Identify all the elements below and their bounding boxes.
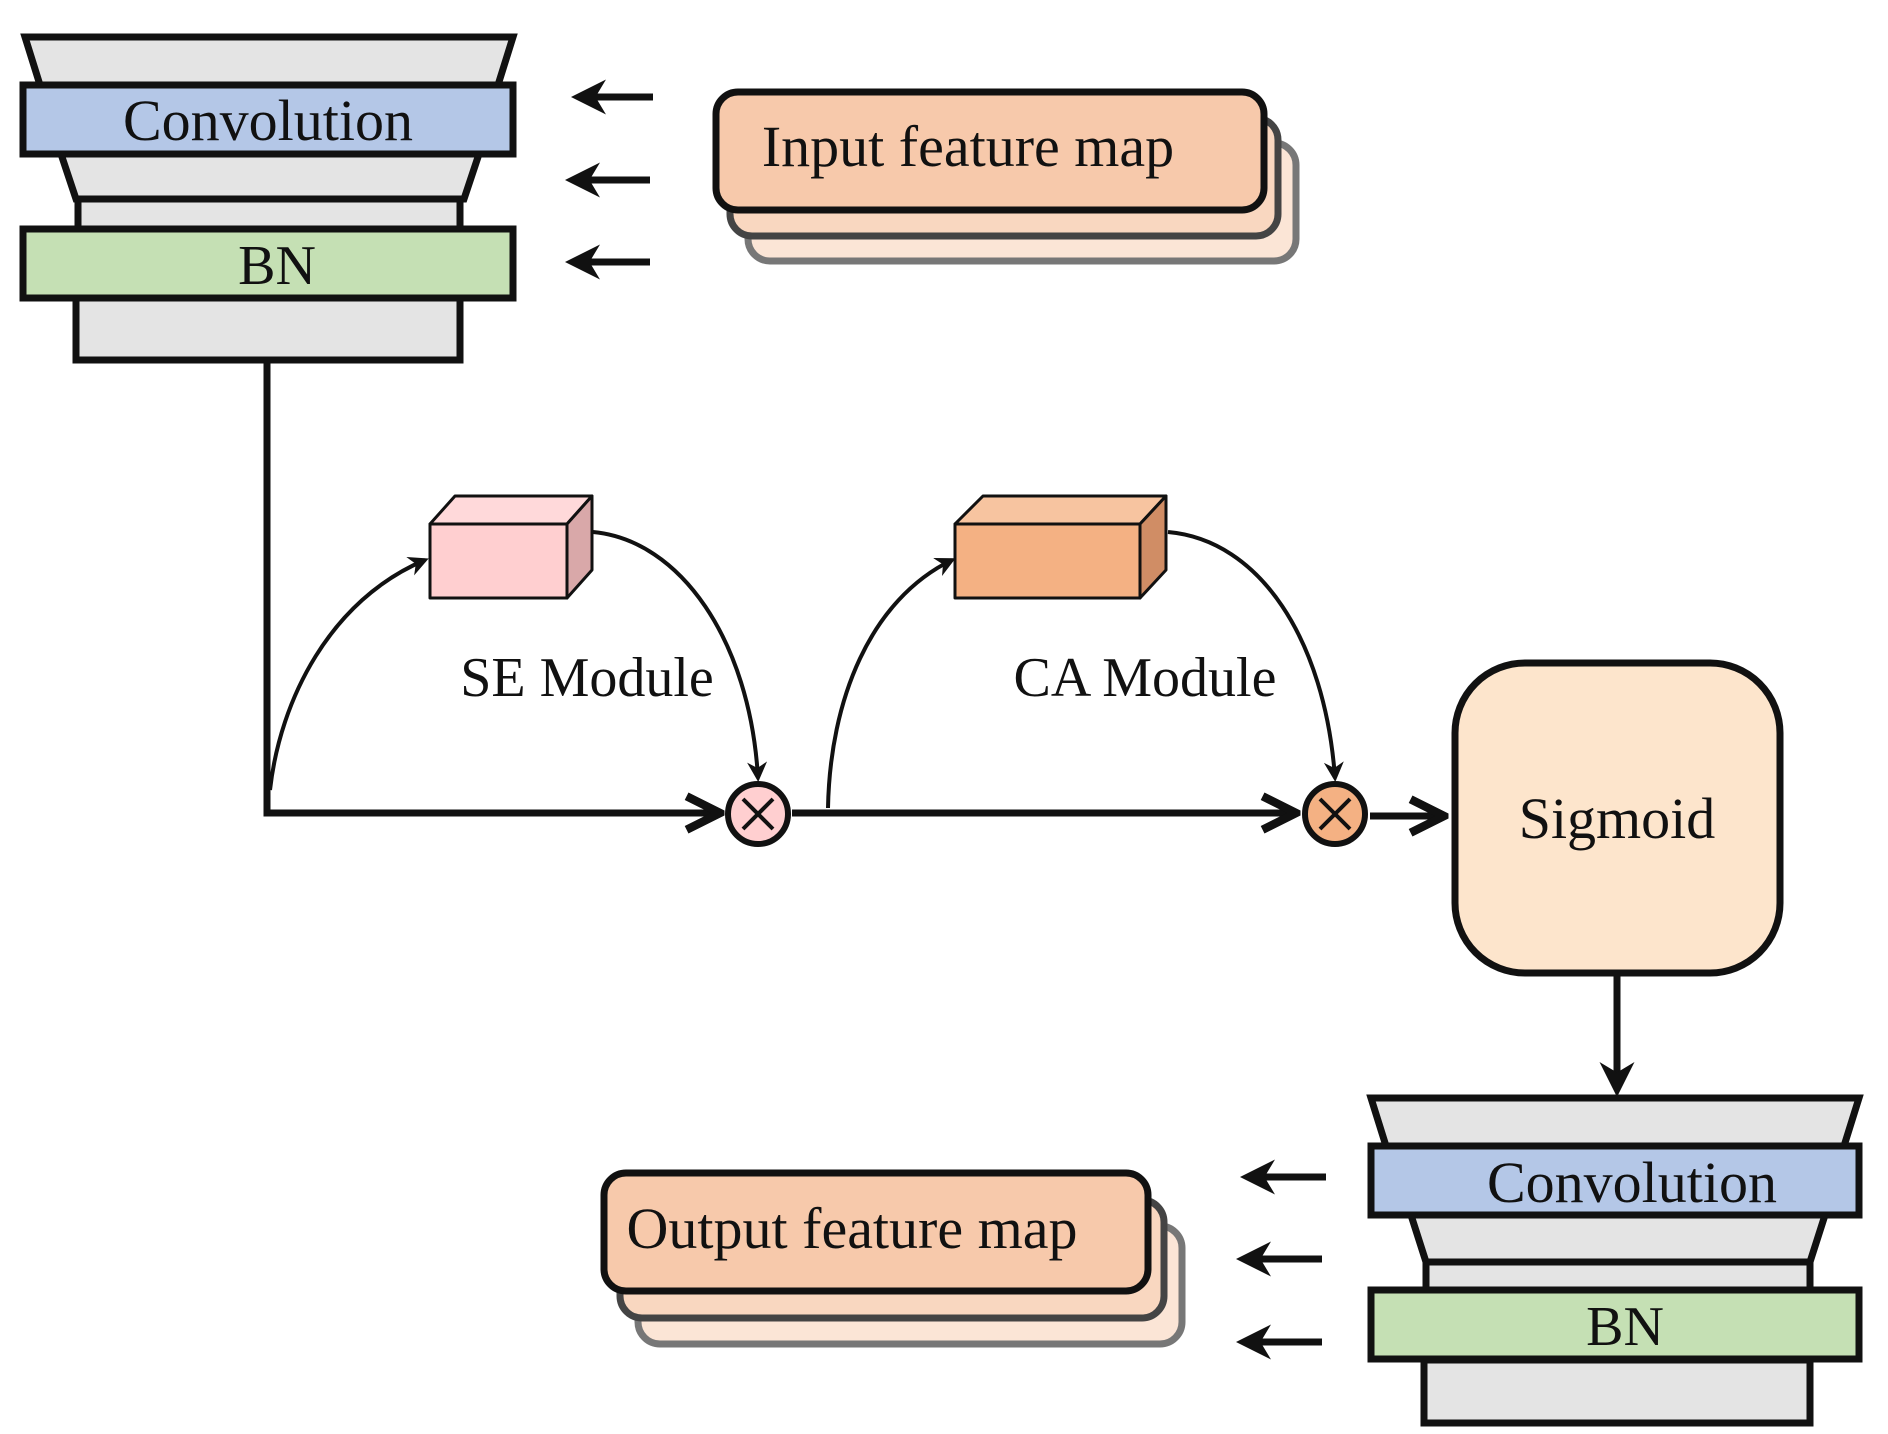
- ca-output-curve: [1167, 530, 1344, 782]
- main-flow: [263, 362, 1635, 1097]
- input-arrows: [565, 79, 653, 280]
- trunk-line: [263, 362, 716, 813]
- bottom-layer-trapezoid-upper: [1366, 1094, 1864, 1150]
- bottom-layer-rect-mid: [1422, 1258, 1814, 1294]
- se-block-top: [428, 494, 594, 526]
- bottom-layer-rect-bottom: [1420, 1356, 1814, 1427]
- sigmoid-label: Sigmoid: [1519, 786, 1716, 851]
- top-convolution-layer: [19, 81, 517, 158]
- top-layer-rect-bottom: [72, 293, 464, 364]
- ca-multiply-cross-b: [1318, 797, 1352, 831]
- se-module-label: SE Module: [460, 647, 714, 709]
- top-bn-layer: [19, 225, 517, 302]
- se-block-front: [428, 522, 569, 600]
- top-layer-stack: [19, 33, 518, 364]
- output-feature-map: [600, 1169, 1186, 1348]
- ca-input-curve: [826, 558, 956, 809]
- se-multiply-node: [725, 781, 791, 847]
- bottom-layer-trapezoid-lower: [1405, 1208, 1831, 1266]
- output-feature-map-label: Output feature map: [627, 1196, 1078, 1261]
- top-convolution-label: Convolution: [123, 88, 413, 153]
- ca-multiply-node: [1302, 781, 1368, 847]
- se-output-curve: [592, 530, 768, 782]
- output-arrows: [1236, 1159, 1326, 1360]
- top-bn-label: BN: [238, 235, 316, 297]
- bottom-bn-label: BN: [1586, 1296, 1664, 1358]
- se-module-block: [428, 494, 594, 600]
- top-layer-trapezoid-upper: [20, 33, 518, 89]
- se-multiply-cross-b: [741, 797, 775, 831]
- ca-block-front: [953, 522, 1142, 600]
- se-input-curve: [268, 557, 429, 791]
- input-feature-map-label: Input feature map: [762, 114, 1174, 179]
- ca-block-top: [953, 494, 1168, 526]
- sigmoid-block: [1451, 659, 1784, 977]
- input-feature-map-front: [712, 88, 1268, 214]
- input-feature-map: [712, 88, 1300, 265]
- ca-module-block: [953, 494, 1168, 600]
- branch-arrows: [268, 530, 1344, 809]
- bottom-convolution-layer: [1367, 1142, 1863, 1219]
- bottom-convolution-label: Convolution: [1487, 1150, 1777, 1215]
- ca-module-label: CA Module: [1014, 647, 1277, 709]
- top-layer-trapezoid-lower: [55, 147, 485, 203]
- bottom-bn-layer: [1367, 1286, 1863, 1363]
- bottom-layer-stack: [1366, 1094, 1864, 1427]
- output-feature-map-front: [600, 1169, 1152, 1295]
- top-layer-rect-mid: [74, 195, 464, 233]
